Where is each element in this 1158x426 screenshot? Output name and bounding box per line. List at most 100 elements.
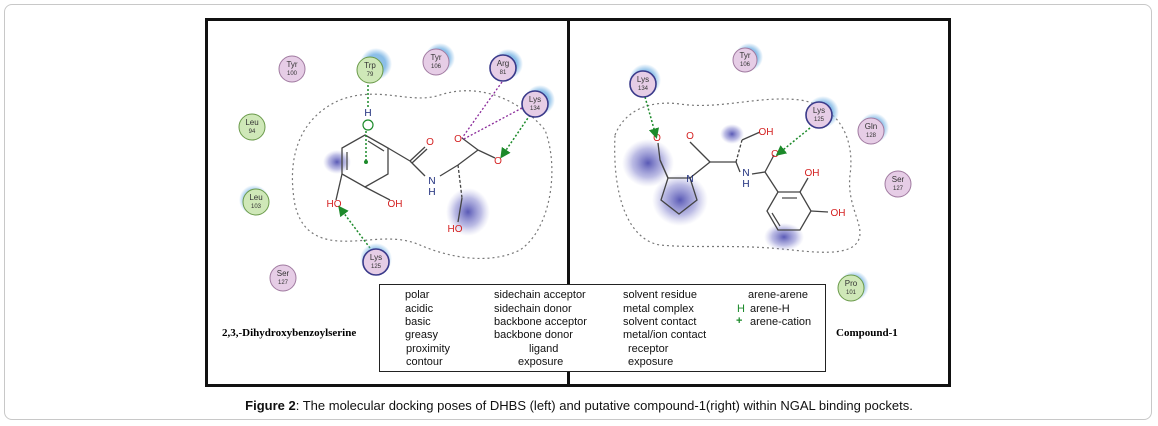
svg-text:81: 81 [500, 70, 507, 76]
figure-frame [4, 4, 1152, 420]
atom-nh-h: H [742, 179, 749, 190]
atom-o-acid: O [494, 156, 502, 167]
legend-ligand: ligand [529, 343, 559, 355]
legend-arene-h: arene-H [750, 303, 790, 315]
arene-h-icon [362, 119, 374, 131]
exposure-blob [622, 139, 674, 187]
legend-basic: basic [405, 316, 431, 328]
atom-ho-ring: HO [327, 199, 342, 210]
svg-text:125: 125 [814, 117, 825, 123]
atom-n: N [428, 176, 435, 187]
interaction-lys134-a [461, 107, 523, 141]
residue-ser127: Ser 127 [269, 264, 297, 292]
legend-solvent-contact: solvent contact [623, 316, 697, 328]
atom-o-ald: O [653, 133, 661, 144]
atom-h: H [428, 187, 435, 198]
residue-pro101: Pro 101 [837, 271, 869, 302]
svg-text:Arg: Arg [497, 59, 509, 68]
atom-o-acid-top: O [454, 134, 462, 145]
residue-tyr100: Tyr 100 [278, 55, 306, 83]
interaction-lys134-right [644, 96, 660, 139]
legend-polar: polar [405, 289, 430, 301]
legend-arene-arene: arene-arene [748, 289, 808, 301]
atom-o-amide1: O [686, 131, 694, 142]
interaction-lys125 [338, 205, 371, 249]
legend-h-symbol: H [737, 303, 745, 315]
svg-text:101: 101 [846, 290, 857, 296]
legend-arene-cation: arene-cation [750, 316, 812, 328]
panel-divider [567, 18, 570, 387]
exposure-blob [652, 174, 708, 226]
legend-acidic: acidic [405, 303, 434, 315]
residue-leu94: Leu 94 [238, 113, 266, 141]
legend-receptor-exposure: exposure [628, 356, 674, 368]
svg-text:103: 103 [251, 204, 262, 210]
svg-text:Leu: Leu [249, 193, 262, 202]
exposure-blob [446, 188, 490, 236]
exposure-blob [720, 124, 744, 144]
svg-text:Lys: Lys [813, 106, 825, 115]
arene-h-label: H [364, 108, 371, 119]
svg-text:Lys: Lys [637, 75, 649, 84]
svg-text:Gln: Gln [865, 122, 877, 131]
right-panel-title: Compound-1 [836, 327, 898, 339]
interaction-arg81 [461, 81, 503, 139]
svg-text:94: 94 [249, 129, 256, 135]
legend-metal-ion-contact: metal/ion contact [623, 329, 707, 341]
svg-text:106: 106 [740, 62, 751, 68]
legend-plus-symbol: + [736, 315, 743, 327]
legend-receptor: receptor [628, 343, 669, 355]
pyrrolidine-ring [660, 177, 698, 215]
atom-o-carbonyl: O [426, 137, 434, 148]
svg-text:128: 128 [866, 133, 877, 139]
residue-lys125-right: Lys 125 [805, 96, 839, 129]
svg-text:Lys: Lys [529, 95, 541, 104]
proximity-contour-left [291, 90, 553, 260]
svg-text:127: 127 [893, 186, 904, 192]
svg-text:Ser: Ser [892, 175, 905, 184]
svg-text:125: 125 [371, 264, 382, 270]
residue-trp79: Trp 79 [356, 48, 392, 84]
atom-n-ring: N [686, 174, 693, 185]
svg-text:Ser: Ser [277, 269, 290, 278]
atom-o-amide2: O [771, 149, 779, 160]
atom-oh-ring2: OH [831, 208, 846, 219]
svg-text:100: 100 [287, 71, 298, 77]
exposure-blob [323, 150, 351, 174]
legend-sidechain-acceptor: sidechain acceptor [494, 289, 586, 301]
residue-lys134: Lys 134 [521, 85, 555, 118]
figure-caption: Figure 2: The molecular docking poses of… [0, 398, 1158, 413]
atom-nh-n: N [742, 168, 749, 179]
docking-panels [205, 18, 951, 387]
residue-ser127-right: Ser 127 [884, 170, 912, 198]
svg-text:Lys: Lys [370, 253, 382, 262]
legend-sidechain-donor: sidechain donor [494, 303, 572, 315]
caption-label: Figure 2 [245, 398, 296, 413]
atom-oh-ring1: OH [805, 168, 820, 179]
legend-solvent-residue: solvent residue [623, 289, 697, 301]
caption-text: : The molecular docking poses of DHBS (l… [295, 398, 913, 413]
residue-lys134-right: Lys 134 [629, 64, 661, 98]
legend-backbone-donor: backbone donor [494, 329, 573, 341]
legend [379, 284, 826, 372]
interaction-lys134-b [500, 114, 531, 159]
interaction-lys125-right [775, 127, 811, 156]
bond [387, 147, 411, 162]
residue-tyr106-right: Tyr 106 [732, 43, 763, 73]
svg-text:134: 134 [638, 86, 649, 92]
legend-contour: contour [406, 356, 443, 368]
legend-proximity: proximity [406, 343, 451, 355]
svg-text:Trp: Trp [364, 61, 376, 70]
svg-text:Tyr: Tyr [739, 51, 750, 60]
svg-text:127: 127 [278, 280, 289, 286]
exposure-blob [764, 223, 804, 251]
svg-text:Leu: Leu [245, 118, 258, 127]
residue-arg81: Arg 81 [489, 49, 523, 82]
legend-ligand-exposure: exposure [518, 356, 564, 368]
svg-text:134: 134 [530, 106, 541, 112]
atom-oh-ring: OH [388, 199, 403, 210]
legend-greasy: greasy [405, 329, 439, 341]
svg-text:Tyr: Tyr [430, 53, 441, 62]
svg-text:Pro: Pro [845, 279, 858, 288]
atom-oh-top: OH [759, 127, 774, 138]
